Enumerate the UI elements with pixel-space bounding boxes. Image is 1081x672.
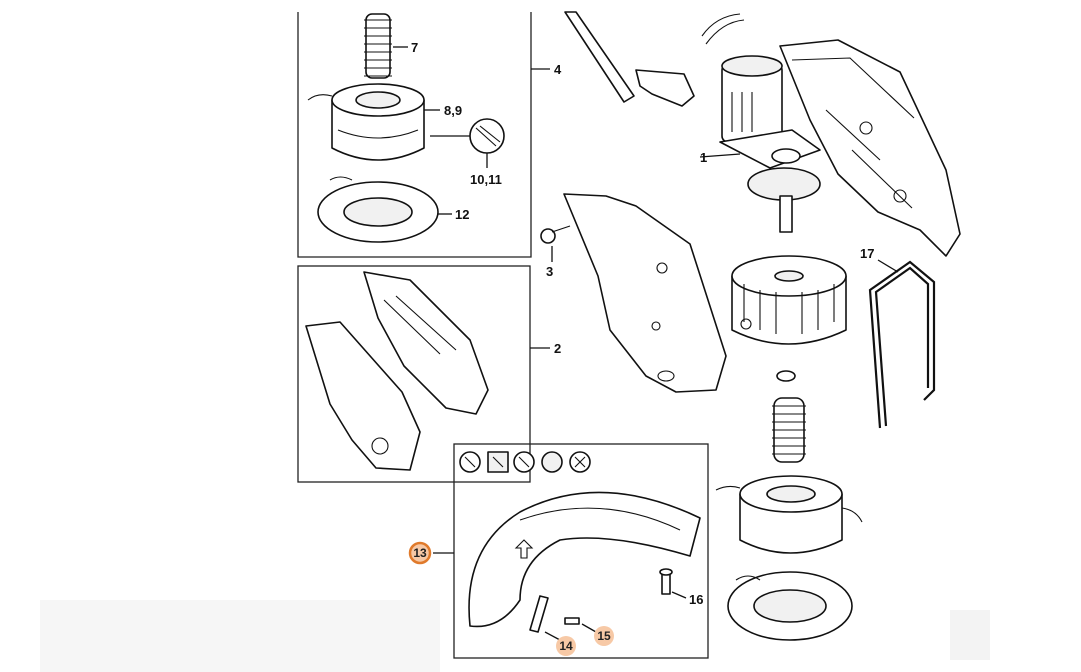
background-shade	[40, 600, 440, 672]
callout-16: 16	[689, 592, 703, 607]
callout-10-11: 10,11	[470, 172, 502, 187]
callout-15-ring	[594, 626, 614, 646]
front-housing-half[interactable]	[563, 193, 727, 393]
callout-7: 7	[411, 40, 418, 55]
callout-14: 14	[559, 639, 573, 653]
screw-part-15[interactable]	[564, 617, 597, 633]
box-deflector: 13 14 15	[408, 443, 709, 659]
spring[interactable]	[772, 397, 806, 463]
callout-14-ring	[556, 636, 576, 656]
clip-part-14[interactable]	[529, 595, 561, 641]
spool-part-8-9[interactable]	[307, 83, 440, 161]
callout-1: 1	[700, 150, 707, 165]
spool-hub[interactable]	[731, 255, 847, 345]
callout-17: 17	[860, 246, 874, 261]
callout-8-9: 8,9	[444, 103, 462, 118]
callout-13: 13	[413, 546, 427, 560]
callout-13-ring	[408, 541, 432, 565]
spring-part-7[interactable]	[364, 13, 408, 79]
screw-part-16[interactable]: 16	[659, 568, 703, 607]
background-shade-right	[950, 610, 990, 660]
callout-12: 12	[455, 207, 469, 222]
box-housing: 2	[297, 265, 561, 483]
screw-part-3[interactable]: 3	[540, 225, 571, 279]
handle-shaft[interactable]	[564, 11, 745, 107]
spool-cover-part-12[interactable]	[317, 176, 452, 243]
motor-part-1[interactable]: 1	[699, 55, 821, 233]
warning-icons-row	[459, 451, 591, 473]
line-detail-part-10-11[interactable]	[430, 118, 505, 168]
spool-cover-lower[interactable]	[727, 571, 853, 641]
rear-housing-shell[interactable]	[779, 39, 961, 257]
callout-2: 2	[554, 341, 561, 356]
retaining-clip[interactable]	[776, 370, 796, 382]
callout-15: 15	[597, 629, 611, 643]
callout-3: 3	[546, 264, 553, 279]
spool-lower[interactable]	[715, 475, 863, 554]
housing-half-left[interactable]	[305, 321, 421, 471]
housing-half-right[interactable]	[363, 271, 489, 415]
wire-guard-part-17[interactable]: 17	[860, 246, 936, 429]
gear-icon	[541, 451, 563, 473]
callout-4: 4	[554, 62, 562, 77]
box-spool-set: 7 8,9 10,11 12 4	[297, 12, 562, 258]
deflector-guard-part-13[interactable]	[468, 491, 701, 628]
